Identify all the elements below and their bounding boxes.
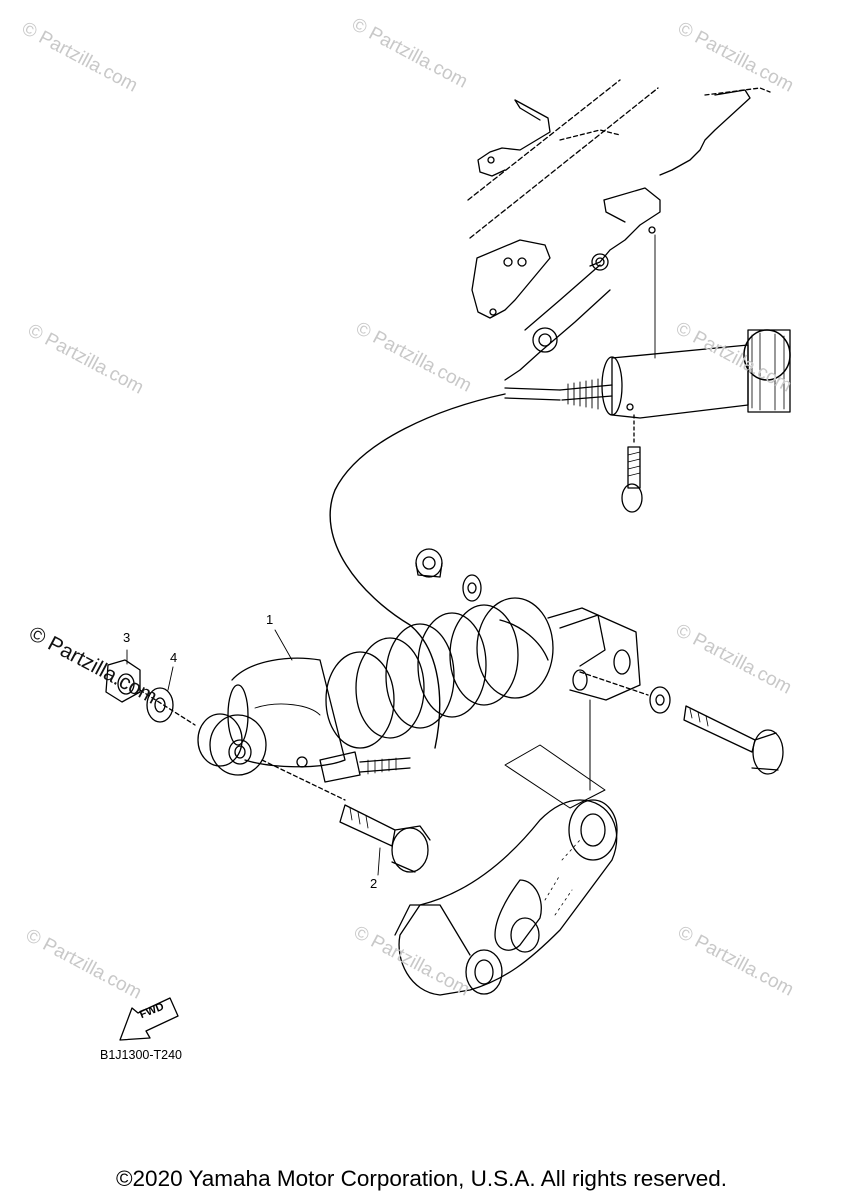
copyright-notice: ©2020 Yamaha Motor Corporation, U.S.A. A… <box>115 1166 728 1191</box>
diagram-code: B1J1300-T240 <box>100 1048 183 1062</box>
fwd-arrow <box>119 997 179 1041</box>
callout-1: 1 <box>266 612 274 627</box>
upper-nut-washer <box>415 548 482 602</box>
lower-bolt <box>261 759 431 873</box>
lower-nut-washer <box>105 659 196 726</box>
relay-arm <box>394 699 618 996</box>
frame-bracket <box>467 79 771 381</box>
upper-mount-bolt <box>579 671 784 775</box>
hydraulic-hose <box>329 393 506 749</box>
callout-leaders <box>126 629 381 876</box>
callout-3: 3 <box>123 630 131 645</box>
adjuster-bolt <box>621 414 643 513</box>
callout-2: 2 <box>370 876 378 891</box>
shock-absorber <box>197 597 641 783</box>
callout-4: 4 <box>170 650 178 665</box>
preload-adjuster <box>504 234 791 419</box>
